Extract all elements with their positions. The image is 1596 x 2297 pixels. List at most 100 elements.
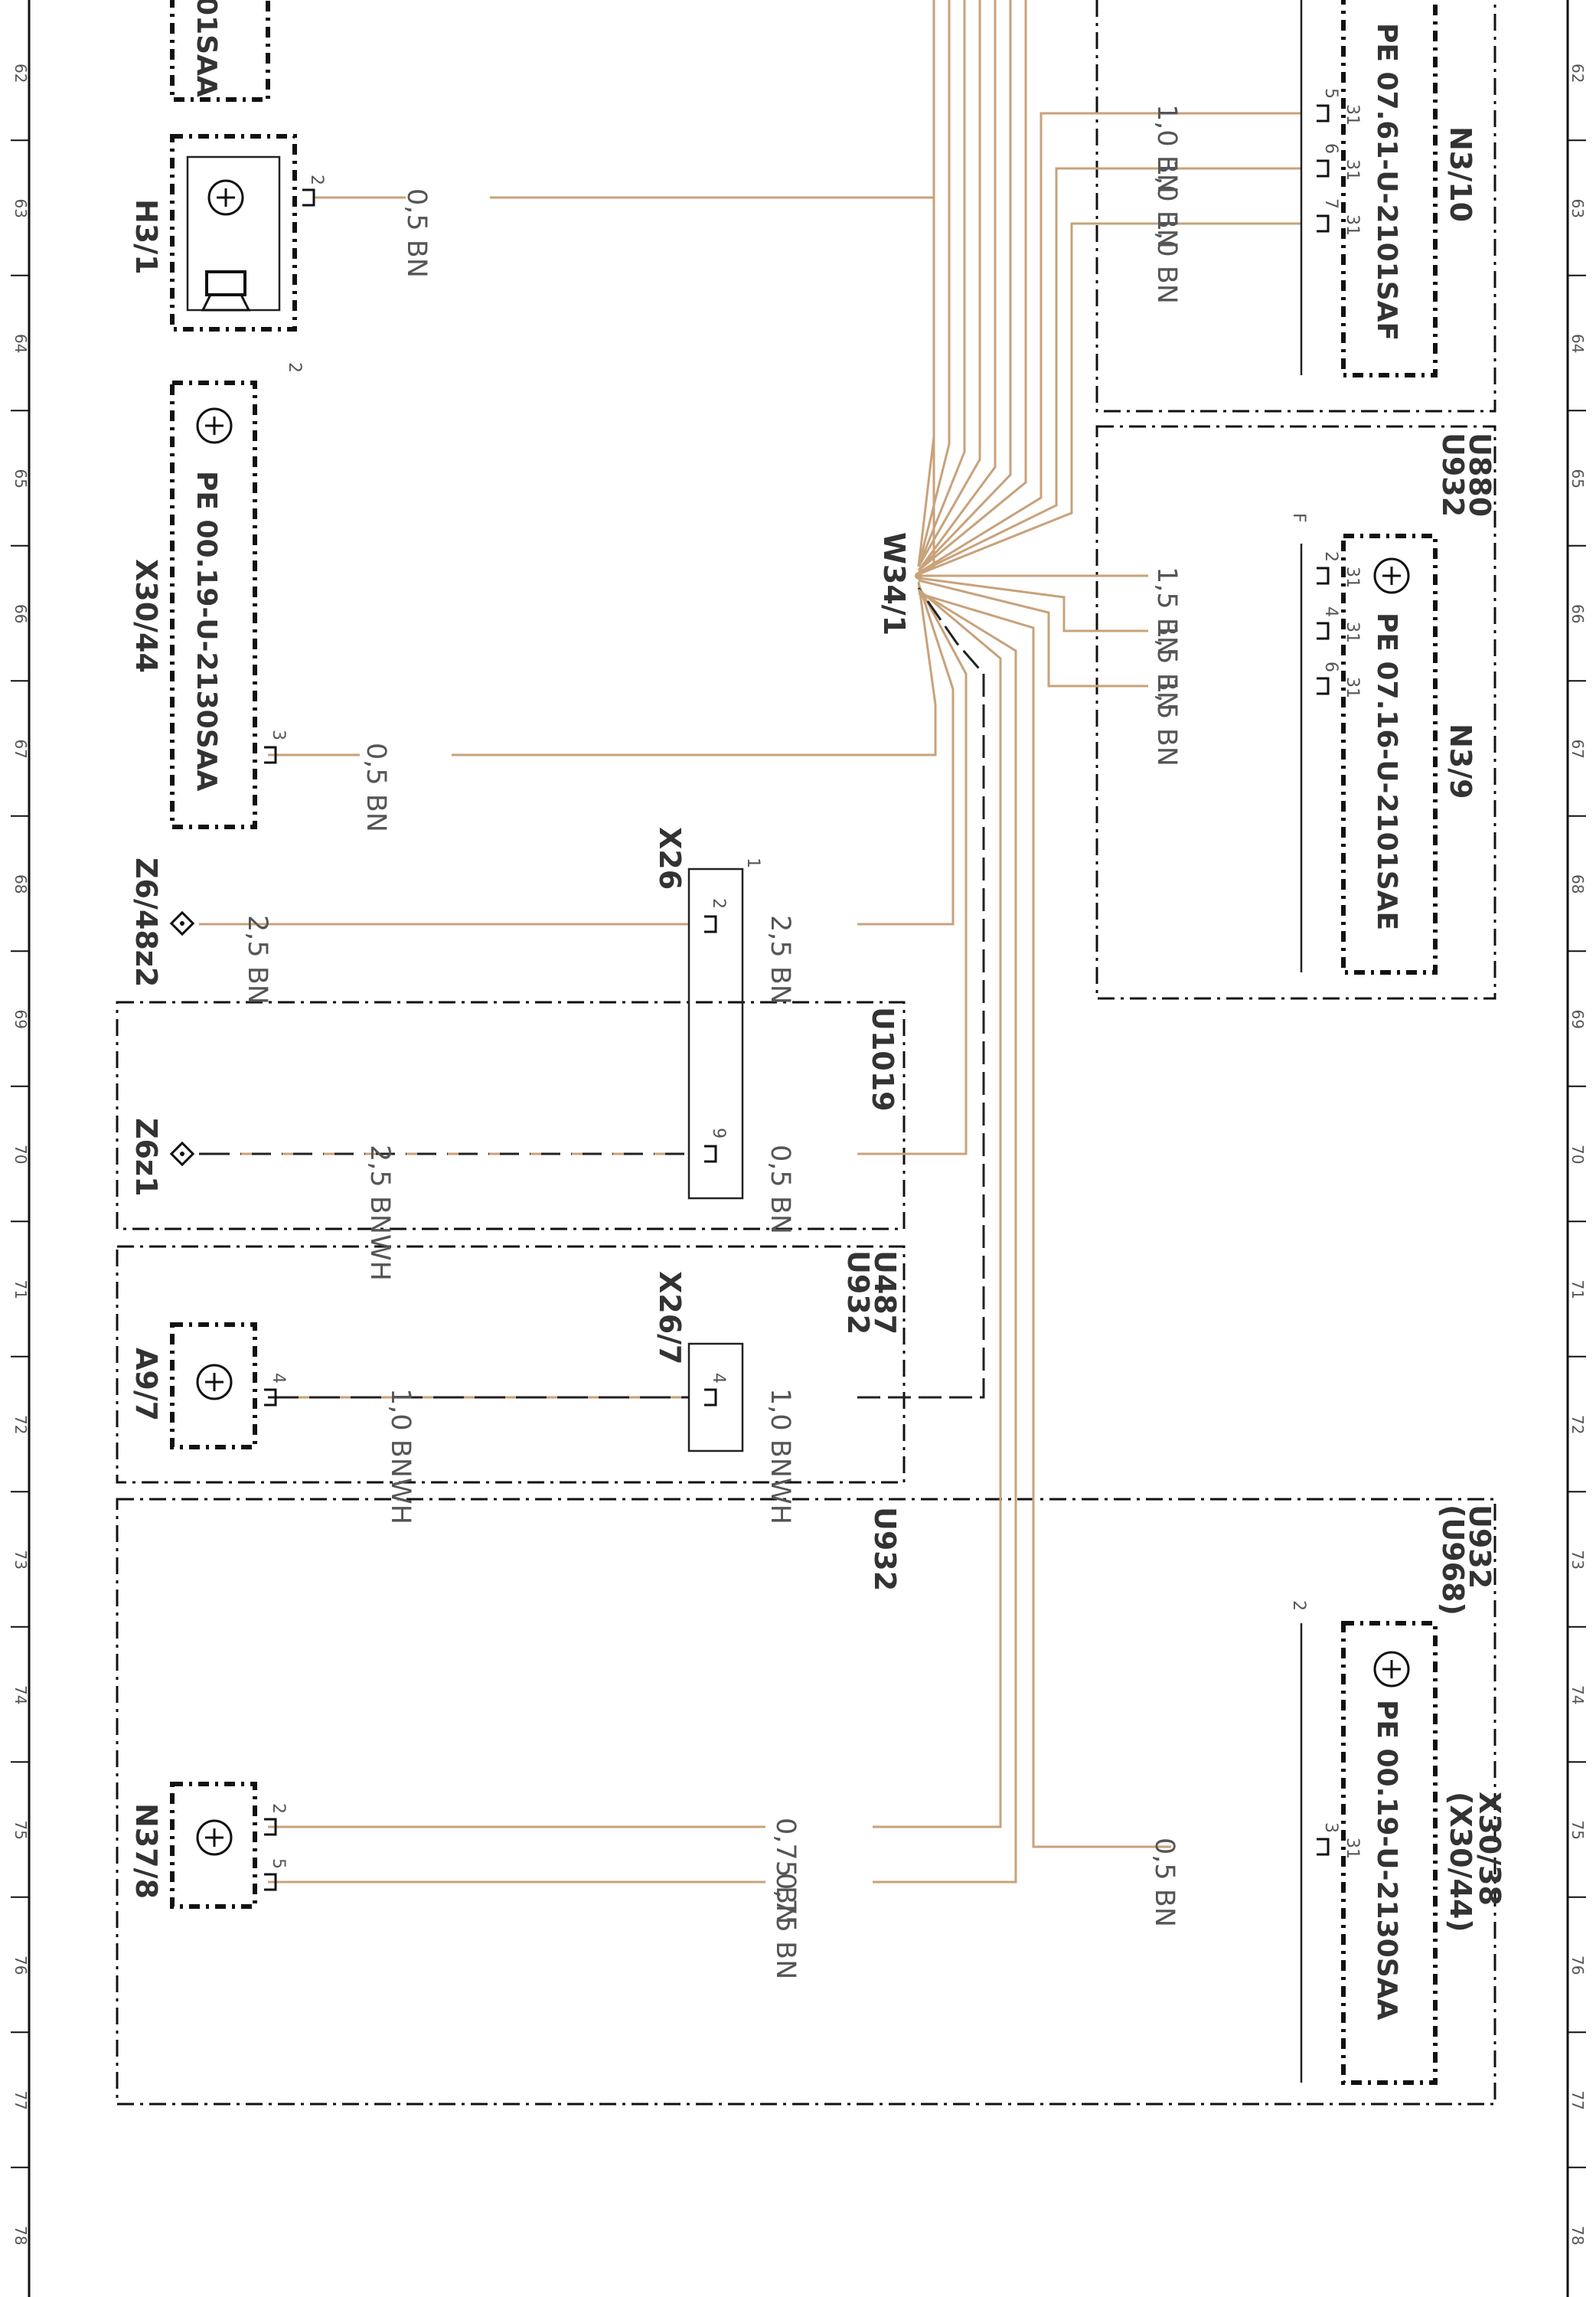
term-label-n3-9-c: 31: [1343, 677, 1362, 698]
grid-row-label: 70: [11, 1145, 30, 1164]
grid-row-label: 72: [11, 1415, 30, 1434]
component-id-a9-7: A9/7: [129, 1348, 163, 1421]
grid-row-label: 68: [11, 874, 30, 894]
group-code-x30-38-u932: U932: [1463, 1505, 1496, 1589]
pin-label-n37-8-a: 2: [269, 1803, 288, 1814]
component-box-n3-10: [1341, 0, 1438, 377]
grid-row-label: 66: [11, 604, 30, 623]
grid-row-label: 69: [11, 1010, 30, 1029]
group-code-u487: U487: [868, 1250, 902, 1335]
grid-row-label: 65: [1568, 469, 1587, 488]
grid-row-label: 78: [1568, 2226, 1587, 2245]
pin-terminals: [264, 104, 1330, 1891]
x26-7-connector-body: [687, 1342, 744, 1452]
reference-code-top-fragment: 01SAA: [191, 0, 222, 97]
pin-label-n3-9-c: 6: [1321, 662, 1340, 672]
grid-row-label: 77: [1568, 2091, 1587, 2110]
grid-row-label: 65: [11, 469, 30, 488]
grid-row-label: 71: [1568, 1280, 1587, 1299]
pin-label-n3-9-a: 2: [1321, 551, 1340, 562]
component-id-h3-1: H3/1: [129, 199, 163, 275]
component-id-n3-9: N3/9: [1444, 724, 1477, 799]
grid-row-label: 78: [11, 2226, 30, 2245]
wire-label-x26-7-out: 1,0 BNWH: [765, 1388, 795, 1524]
grid-row-label: 67: [1568, 740, 1587, 759]
ground-symbol-z6-48z2: [169, 910, 195, 936]
pin-label-n37-8-b: 5: [269, 1858, 288, 1869]
pin-label-x30-44-top: 2: [285, 362, 304, 373]
flag-label-n3-9: F: [1289, 513, 1308, 523]
reference-code-x30-44: PE 00.19-U-2130SAA: [191, 471, 222, 791]
grid-row-label: 72: [1568, 1415, 1587, 1434]
wire-label-x26-out9: 0,5 BN: [765, 1145, 795, 1234]
component-id-x30-38: X30/38: [1473, 1792, 1506, 1906]
component-id-x26-7: X26/7: [653, 1271, 687, 1365]
transistor-icon-h3-1: [207, 179, 244, 216]
wire-label-n3-10-2: 1,0 BN: [1151, 159, 1182, 249]
wire-label-n3-9-1: 1,5 BN: [1151, 567, 1182, 656]
wire-label-n3-9-2: 1,5 BN: [1151, 622, 1182, 711]
wire-label-h3-1: 0,5 BN: [401, 188, 432, 278]
term-label-n3-9-a: 31: [1343, 567, 1362, 588]
component-box-x30-44: [170, 381, 257, 829]
component-id-n3-10: N3/10: [1444, 126, 1477, 222]
reference-code-n3-9: PE 07.16-U-2101SAE: [1371, 613, 1402, 930]
wire-label-n3-9-3: 1,5 BN: [1151, 677, 1182, 766]
grid-row-label: 74: [11, 1685, 30, 1704]
pin-label-a9-7: 4: [269, 1373, 288, 1384]
grid-row-label: 74: [1568, 1685, 1587, 1704]
term-label-x30-38: 31: [1343, 1838, 1362, 1859]
wire-label-n37-8-b: 0,75 BN: [770, 1873, 801, 1979]
transistor-icon-x30-38: [1373, 1651, 1410, 1688]
reference-code-n3-10: PE 07.61-U-2101SAF: [1371, 23, 1402, 341]
pin-label-x30-38-top: 2: [1289, 1600, 1308, 1611]
pin-label-x26-2: 2: [709, 898, 728, 909]
component-id-x30-38-alt: (X30/44): [1444, 1792, 1477, 1933]
grid-row-label: 77: [11, 2091, 30, 2110]
term-label-n3-9-b: 31: [1343, 622, 1362, 643]
transistor-icon-n37-8: [196, 1819, 233, 1856]
grid-row-label: 69: [1568, 1010, 1587, 1029]
group-code-u487-u932: U932: [841, 1250, 875, 1335]
term-label-n3-10-b: 31: [1343, 159, 1362, 181]
grid-row-label: 66: [1568, 604, 1587, 623]
grid-row-label: 64: [1568, 334, 1587, 353]
pin-label-x26-7: 4: [709, 1373, 728, 1384]
grid-row-label: 76: [11, 1956, 30, 1975]
grid-row-label: 76: [1568, 1956, 1587, 1975]
transistor-icon-a9-7: [196, 1364, 233, 1400]
component-box-n3-9: [1341, 534, 1438, 975]
group-code-u932-lower: U932: [868, 1507, 902, 1591]
grid-row-label: 68: [1568, 874, 1587, 894]
grid-row-label: 75: [1568, 1821, 1587, 1840]
grid-row-label: 73: [11, 1550, 30, 1570]
component-id-z6z1: Z6z1: [129, 1118, 163, 1197]
wire-label-z6z1: 2,5 BNWH: [364, 1145, 395, 1281]
speaker-icon-h3-1: [201, 270, 251, 312]
wire-harness: [199, 0, 1301, 1884]
grid-row-label: 62: [1568, 64, 1587, 83]
x26-connector-body: [687, 868, 744, 1200]
h3-1-inner-frame: [186, 155, 281, 312]
grid-row-label: 62: [11, 64, 30, 83]
wire-label-x26-out: 2,5 BN: [765, 915, 795, 1005]
grid-row-label: 67: [11, 740, 30, 759]
wire-label-n3-10-1: 1,0 BN: [1151, 104, 1182, 194]
wire-label-n3-10-3: 1,0 BN: [1151, 214, 1182, 304]
grid-row-label: 75: [11, 1821, 30, 1840]
pin-label-n3-10-a: 5: [1321, 88, 1340, 99]
group-box-n3-10: [1095, 0, 1496, 413]
transistor-icon-n3-9: [1373, 557, 1410, 594]
wire-label-x30-38: 0,5 BN: [1149, 1838, 1180, 1927]
group-box-u487: [116, 1245, 906, 1484]
term-label-n3-10-c: 31: [1343, 214, 1362, 236]
component-box-a9-7: [170, 1322, 257, 1449]
wire-label-z6-48z2: 2,5 BN: [242, 915, 273, 1005]
group-box-u932-lower: [116, 1498, 1496, 2106]
grid-row-label: 63: [11, 199, 30, 218]
group-code-u1019: U1019: [866, 1007, 899, 1112]
pin-label-n3-10-b: 6: [1321, 143, 1340, 154]
